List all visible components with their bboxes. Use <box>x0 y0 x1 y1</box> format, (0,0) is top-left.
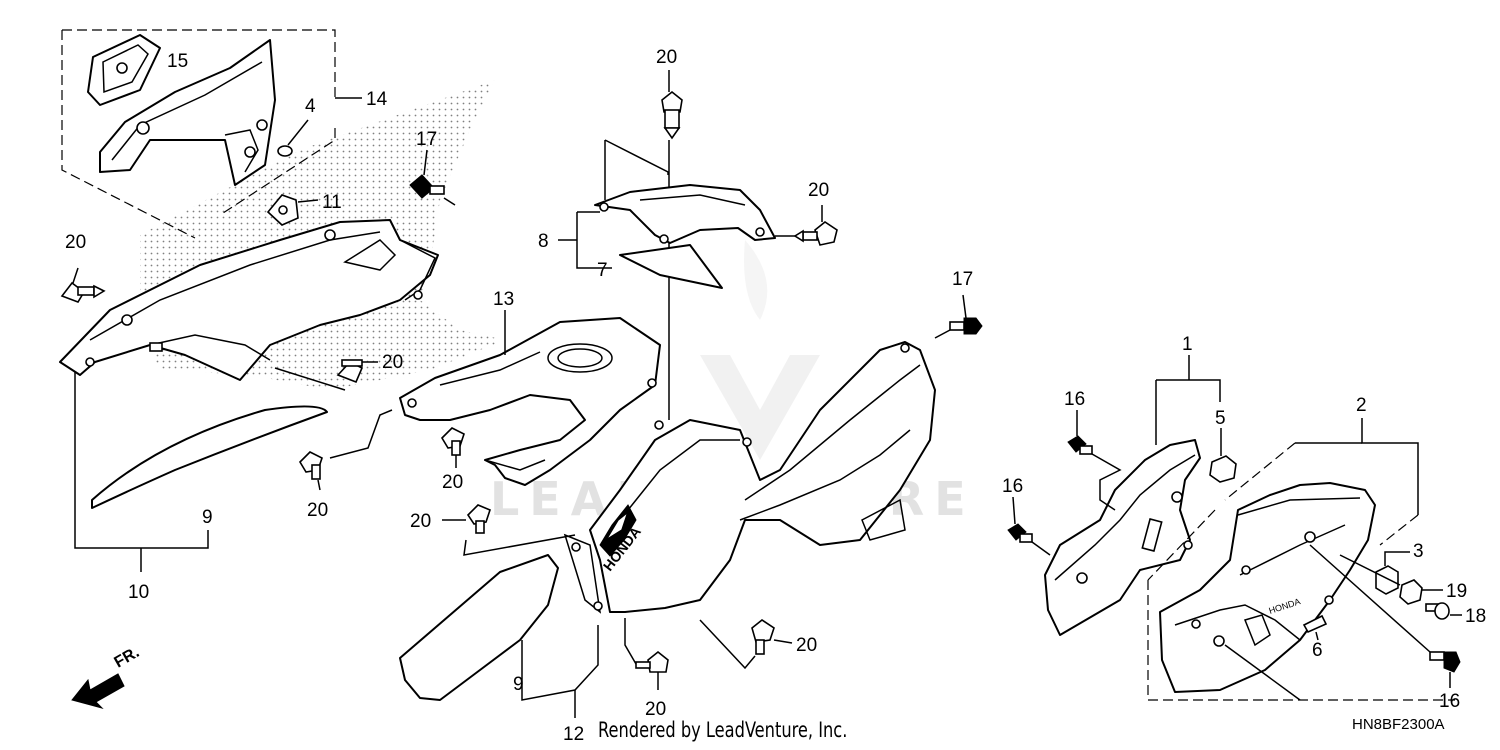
callout-7: 7 <box>597 260 608 281</box>
front-arrow-label: FR. <box>112 644 143 672</box>
callout-2: 2 <box>1356 395 1367 416</box>
callout-9-left: 9 <box>202 507 213 528</box>
part-13-rear-carrier <box>399 317 661 486</box>
fastener-20-bottom-b <box>751 619 775 655</box>
front-arrow: FR. <box>71 644 143 709</box>
fastener-20-upper-right <box>793 221 838 246</box>
callout-12: 12 <box>563 724 584 745</box>
part-5-nut <box>1209 455 1237 483</box>
group-14-bracket <box>61 29 362 239</box>
bolt-17-upper <box>409 174 445 199</box>
fastener-20-left <box>60 281 106 303</box>
callout-15: 15 <box>167 51 188 72</box>
part-10-side-cover <box>59 219 439 381</box>
callout-16-upper: 16 <box>1064 389 1085 410</box>
callout-16-left: 16 <box>1002 476 1023 497</box>
callout-20-center-b: 20 <box>410 511 431 532</box>
callout-17-upper: 17 <box>416 129 437 150</box>
callout-20-bottom-a: 20 <box>645 699 666 720</box>
part-2-muffler-protector: HONDA <box>1159 482 1376 693</box>
callout-4: 4 <box>305 96 316 117</box>
part-14-cover <box>99 39 276 186</box>
callout-17-right: 17 <box>952 269 973 290</box>
diagram-code: HN8BF2300A <box>1352 716 1445 733</box>
group-8-bracket <box>558 139 669 269</box>
callout-16-lower: 16 <box>1439 691 1460 712</box>
bolt-16-lower <box>1429 651 1461 673</box>
callout-14: 14 <box>366 89 388 110</box>
callout-13: 13 <box>493 289 514 310</box>
part-1-heat-guard <box>1044 439 1201 636</box>
watermark-logo <box>700 240 820 460</box>
callout-20-mid: 20 <box>382 352 403 373</box>
callout-20-lower-left: 20 <box>307 500 328 521</box>
callout-3: 3 <box>1413 541 1424 562</box>
callout-8: 8 <box>538 231 549 252</box>
bolt-17-right <box>949 317 983 335</box>
callout-20-bottom-b: 20 <box>796 635 817 656</box>
callout-20-top-center: 20 <box>656 47 677 68</box>
part-9-trim-left <box>91 405 328 509</box>
callout-11: 11 <box>322 192 342 213</box>
callout-6: 6 <box>1312 640 1323 661</box>
fastener-20-lower-left <box>298 451 323 480</box>
callout-9-center: 9 <box>513 674 524 695</box>
fastener-20-bottom-a <box>635 650 669 673</box>
callout-20-left: 20 <box>65 232 86 253</box>
credit-text: Rendered by LeadVenture, Inc. <box>598 718 848 742</box>
callout-18: 18 <box>1465 606 1486 627</box>
part-19-collar <box>1399 579 1423 605</box>
part-18-bolt <box>1425 602 1450 620</box>
fastener-20-center-a <box>440 427 465 456</box>
callout-10: 10 <box>128 582 149 603</box>
callout-20-upper-right: 20 <box>808 180 829 201</box>
part-12-main-cover <box>563 341 936 614</box>
callout-20-center-a: 20 <box>442 472 463 493</box>
fastener-20-top-center <box>661 90 683 140</box>
part-7-trim-insert <box>619 244 723 289</box>
fastener-20-mid <box>336 359 364 384</box>
bolt-16-left <box>1007 523 1033 543</box>
part-8-top-cover <box>594 184 776 244</box>
callout-1: 1 <box>1182 334 1193 355</box>
bolt-16-upper <box>1067 435 1093 455</box>
callout-5: 5 <box>1215 408 1226 429</box>
part-9-trim-center <box>399 554 559 701</box>
part-3-rubber <box>1375 565 1399 595</box>
part-11-clip <box>266 194 299 226</box>
part-6-clip <box>1302 614 1328 634</box>
part-15-bracket <box>87 34 161 106</box>
part-4-grommet <box>277 145 293 157</box>
fastener-20-center-b <box>466 504 491 534</box>
callout-19: 19 <box>1446 581 1467 602</box>
